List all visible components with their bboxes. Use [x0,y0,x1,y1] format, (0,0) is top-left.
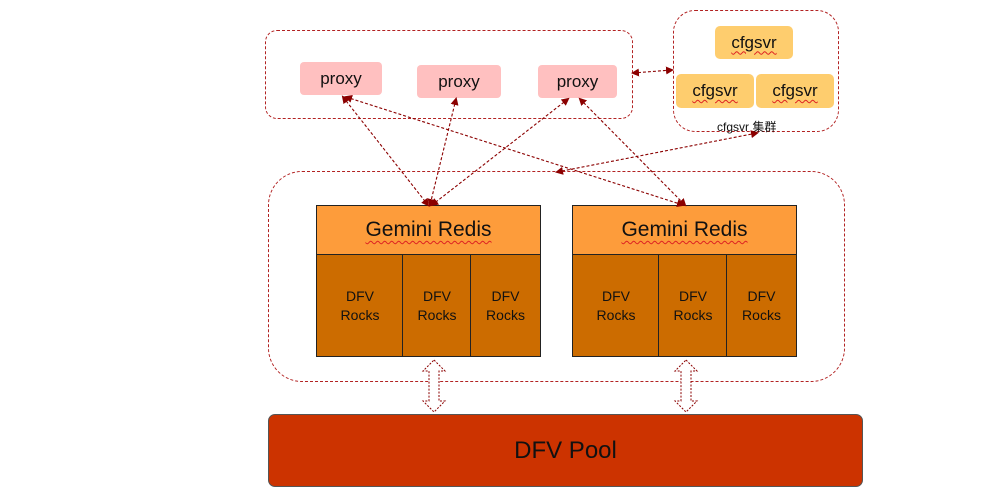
link-proxy3-server1 [430,97,570,207]
pool-link-arrow-2 [673,359,699,413]
dfv-rocks-node: DFV Rocks [316,254,404,357]
link-proxy-cfgsvr [631,66,674,77]
link-proxy1-server2 [344,95,685,207]
gemini-server-1: Gemini Redis DFV Rocks DFV Rocks DFV Roc… [316,205,541,357]
gemini-server-2: Gemini Redis DFV Rocks DFV Rocks DFV Roc… [572,205,797,357]
gemini-redis-header: Gemini Redis [572,205,797,255]
proxy-node-2: proxy [417,65,501,98]
proxy-node-3: proxy [538,65,617,98]
pool-link-arrow-1 [421,359,447,413]
gemini-redis-header: Gemini Redis [316,205,541,255]
link-proxy1-server1 [341,95,430,207]
link-storage-cfgsvr [555,130,759,175]
dfv-rocks-node: DFV Rocks [726,254,797,357]
dfv-rocks-node: DFV Rocks [658,254,728,357]
cfgsvr-node-1: cfgsvr [715,26,793,59]
dfv-rocks-node: DFV Rocks [402,254,472,357]
dfv-rocks-node: DFV Rocks [470,254,541,357]
dfv-pool: DFV Pool [268,414,863,487]
cfgsvr-node-3: cfgsvr [756,74,834,108]
cfgsvr-node-2: cfgsvr [676,74,754,108]
dfv-rocks-node: DFV Rocks [572,254,660,357]
proxy-node-1: proxy [300,62,382,95]
